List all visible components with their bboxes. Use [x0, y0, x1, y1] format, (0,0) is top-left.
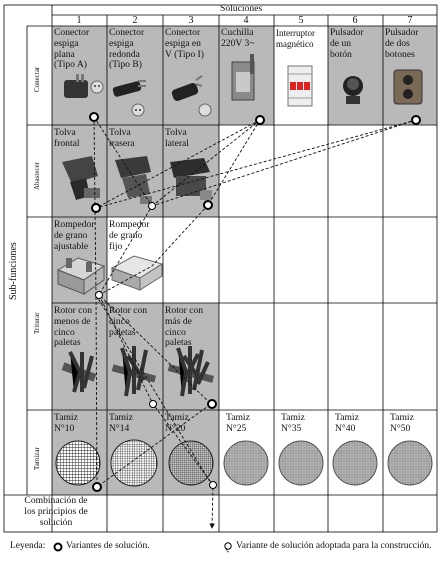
cell-tamizar-6: Tamiz N°40	[335, 412, 359, 434]
row-label-abastecer: Abastecer	[33, 162, 41, 190]
soluciones-header: Soluciones	[220, 3, 263, 14]
legend-adopted-text: Variante de solución adoptada para la co…	[236, 541, 432, 551]
cell-tamizar-3: Tamiz N°20	[165, 412, 189, 434]
legend-prefix: Leyenda:	[10, 541, 46, 551]
sub-funciones-label: Sub-funciones	[8, 242, 19, 300]
legend-variant-icon	[53, 542, 63, 552]
cell-conectar-2: Conector espiga redonda (Tipo B)	[109, 27, 145, 71]
cell-conectar-5: Interruptor magnético	[276, 28, 315, 49]
cell-abastecer-3: Tolva lateral	[165, 127, 189, 149]
cell-triturar-b-2: Rotor con cinco paletas	[109, 305, 148, 338]
sieve-20-icon	[168, 440, 214, 486]
cell-triturar-b-3: Rotor con más de cinco paletas	[165, 305, 204, 349]
rotor-more-than-five-blades-icon	[167, 346, 214, 397]
cell-triturar-2: Rompedor de grano fijo	[109, 219, 150, 252]
knife-switch-icon	[231, 54, 255, 101]
plug-type-i-icon	[171, 75, 212, 117]
row-label-conectar: Conectar	[33, 66, 41, 92]
sieve-50-icon	[387, 440, 433, 486]
fixed-crusher-icon	[110, 255, 164, 291]
solution-number-2: 2	[132, 15, 138, 26]
adopted-markers	[95, 202, 217, 489]
circuit-breaker-icon	[287, 65, 313, 107]
cell-conectar-1: Conector espiga plana (Tipo A)	[54, 27, 90, 71]
sieve-40-icon	[332, 440, 378, 486]
rotor-five-blades-icon	[111, 346, 157, 397]
double-push-button-icon	[393, 69, 423, 105]
connector-images	[64, 54, 423, 117]
sieve-25-icon	[223, 440, 269, 486]
cell-tamizar-5: Tamiz N°35	[281, 412, 305, 434]
cell-abastecer-2: Tolva trasera	[109, 127, 135, 149]
cell-conectar-6: Pulsador de un botón	[330, 27, 364, 60]
legend-adopted-icon	[224, 542, 232, 550]
row-label-triturar: Triturar	[33, 312, 41, 334]
solution-paths	[93, 116, 417, 529]
cell-tamizar-4: Tamiz N°25	[226, 412, 250, 434]
cell-abastecer-1: Tolva frontal	[54, 127, 80, 149]
cell-conectar-4: Cuchilla 220V 3~	[221, 27, 255, 49]
solution-number-7: 7	[407, 15, 413, 26]
plug-type-b-icon	[112, 80, 146, 117]
adjustable-crusher-icon	[56, 257, 106, 295]
solution-number-3: 3	[188, 15, 194, 26]
cell-conectar-3: Conector espiga en V (Tipo I)	[165, 27, 204, 60]
row-label-tamizar: Tamizar	[33, 447, 41, 470]
cell-conectar-7: Pulsador de dos botones	[385, 27, 419, 60]
cell-tamizar-1: Tamiz N°10	[54, 412, 78, 434]
solution-number-6: 6	[352, 15, 358, 26]
plug-type-a-icon	[64, 74, 104, 98]
solution-number-1: 1	[76, 15, 82, 26]
sieve-10-icon	[55, 440, 101, 486]
solution-number-5: 5	[298, 15, 304, 26]
cell-triturar-b-1: Rotor con menos de cinco paletas	[54, 305, 93, 349]
solution-number-4: 4	[243, 15, 249, 26]
variant-markers	[89, 112, 421, 492]
crusher-images	[56, 255, 214, 397]
sieve-14-icon	[110, 439, 158, 487]
rear-hopper-icon	[115, 156, 152, 204]
front-hopper-icon	[62, 156, 100, 200]
single-push-button-icon	[343, 76, 363, 104]
cell-tamizar-7: Tamiz N°50	[390, 412, 414, 434]
sieve-35-icon	[278, 440, 324, 486]
rotor-less-than-five-blades-icon	[61, 351, 97, 393]
legend-variants-text: Variantes de solución.	[66, 541, 150, 551]
cell-tamizar-2: Tamiz N°14	[109, 412, 133, 434]
combination-label: Combinación de los principios de solució…	[24, 495, 88, 528]
cell-triturar-1: Rompedor de grano ajustable	[54, 219, 95, 252]
